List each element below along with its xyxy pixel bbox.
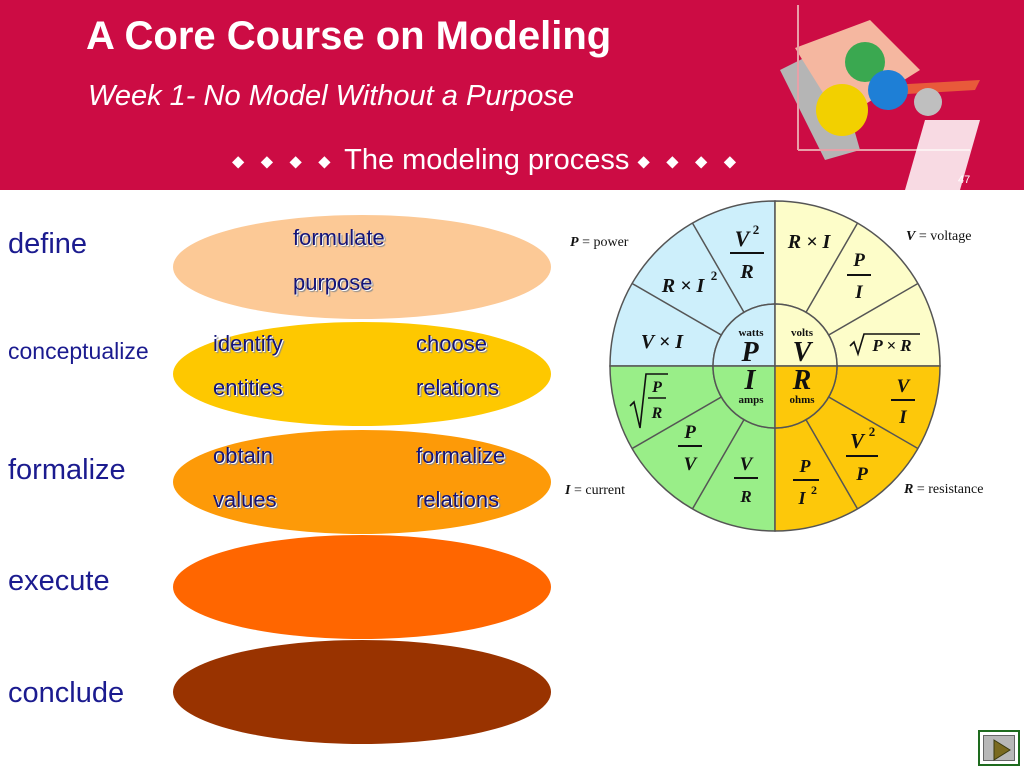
svg-text:P: P <box>651 379 662 396</box>
course-logo-icon <box>780 5 980 190</box>
ellipse-text: identify <box>213 331 283 356</box>
center-v: V <box>793 337 814 368</box>
stage-ellipse-formalize: obtain values formalize relations <box>173 430 551 534</box>
ellipse-text: obtain <box>213 443 273 468</box>
svg-text:R × I: R × I <box>787 231 832 253</box>
next-slide-button[interactable] <box>978 730 1020 766</box>
svg-text:V × I: V × I <box>641 331 684 353</box>
next-slide-button-face[interactable] <box>983 735 1015 761</box>
svg-text:I: I <box>797 488 806 508</box>
ellipse-text: values <box>213 487 277 512</box>
legend-current: I = current <box>564 483 625 498</box>
ellipse-text: purpose <box>293 270 373 295</box>
svg-text:P: P <box>855 464 868 485</box>
svg-text:R: R <box>739 261 753 283</box>
section-title: The modeling process <box>344 144 630 176</box>
ellipse-text: formalize <box>416 443 506 468</box>
center-p: P <box>740 337 759 368</box>
slide-header: A Core Course on Modeling Week 1- No Mod… <box>0 0 1024 192</box>
svg-text:V: V <box>850 429 866 453</box>
ellipse-text: entities <box>213 375 283 400</box>
svg-text:V: V <box>735 226 752 251</box>
stage-label-execute: execute <box>8 565 110 597</box>
center-ohms: ohms <box>789 394 815 406</box>
svg-text:R: R <box>651 405 663 422</box>
stage-label-formalize: formalize <box>8 454 126 486</box>
legend-power: P = power <box>570 235 629 250</box>
section-title-row: ◆ ◆ ◆ ◆ The modeling process ◆ ◆ ◆ ◆ <box>232 144 742 177</box>
svg-text:I: I <box>854 282 863 303</box>
ellipse-text: formulate <box>293 225 385 250</box>
ellipse-text: relations <box>416 487 500 512</box>
stage-ellipse-conceptualize: identify entities choose relations <box>173 322 551 426</box>
svg-text:P: P <box>683 422 696 443</box>
stage-label-conclude: conclude <box>8 677 125 709</box>
svg-text:P × R: P × R <box>871 336 911 355</box>
diamond-decor-left: ◆ ◆ ◆ ◆ <box>232 153 337 171</box>
slide-title: A Core Course on Modeling <box>86 14 612 58</box>
header-divider <box>0 190 1024 192</box>
play-arrow-icon <box>993 739 1011 761</box>
svg-text:V: V <box>897 376 911 397</box>
stage-ellipse-define: formulate purpose <box>173 215 551 319</box>
stage-label-conceptualize: conceptualize <box>8 338 149 364</box>
diamond-decor-right: ◆ ◆ ◆ ◆ <box>637 153 743 171</box>
stage-ellipse-conclude <box>173 640 551 744</box>
center-amps: amps <box>738 394 764 406</box>
svg-text:2: 2 <box>711 268 718 283</box>
center-i: I <box>744 365 757 396</box>
center-volts: volts <box>791 327 814 339</box>
svg-text:R × I: R × I <box>661 275 706 297</box>
ellipse-text: choose <box>416 331 487 356</box>
svg-text:I: I <box>898 407 907 428</box>
svg-text:V: V <box>740 454 754 475</box>
svg-text:2: 2 <box>869 424 876 439</box>
center-watts: watts <box>738 327 764 339</box>
svg-text:2: 2 <box>811 483 817 497</box>
svg-text:P: P <box>852 250 865 271</box>
stage-ellipse-execute <box>173 535 551 639</box>
svg-text:R: R <box>739 487 751 506</box>
center-r: R <box>792 365 812 396</box>
svg-text:V: V <box>684 454 698 475</box>
ohms-law-wheel: watts P volts V I amps R ohms V 2 R R × … <box>564 200 983 532</box>
slide-subtitle: Week 1- No Model Without a Purpose <box>88 80 574 112</box>
legend-voltage: V = voltage <box>906 229 971 244</box>
ellipse-text: relations <box>416 375 500 400</box>
svg-text:2: 2 <box>753 222 760 237</box>
stage-label-define: define <box>8 228 88 260</box>
legend-resistance: R = resistance <box>903 482 983 497</box>
svg-text:P: P <box>799 456 812 476</box>
